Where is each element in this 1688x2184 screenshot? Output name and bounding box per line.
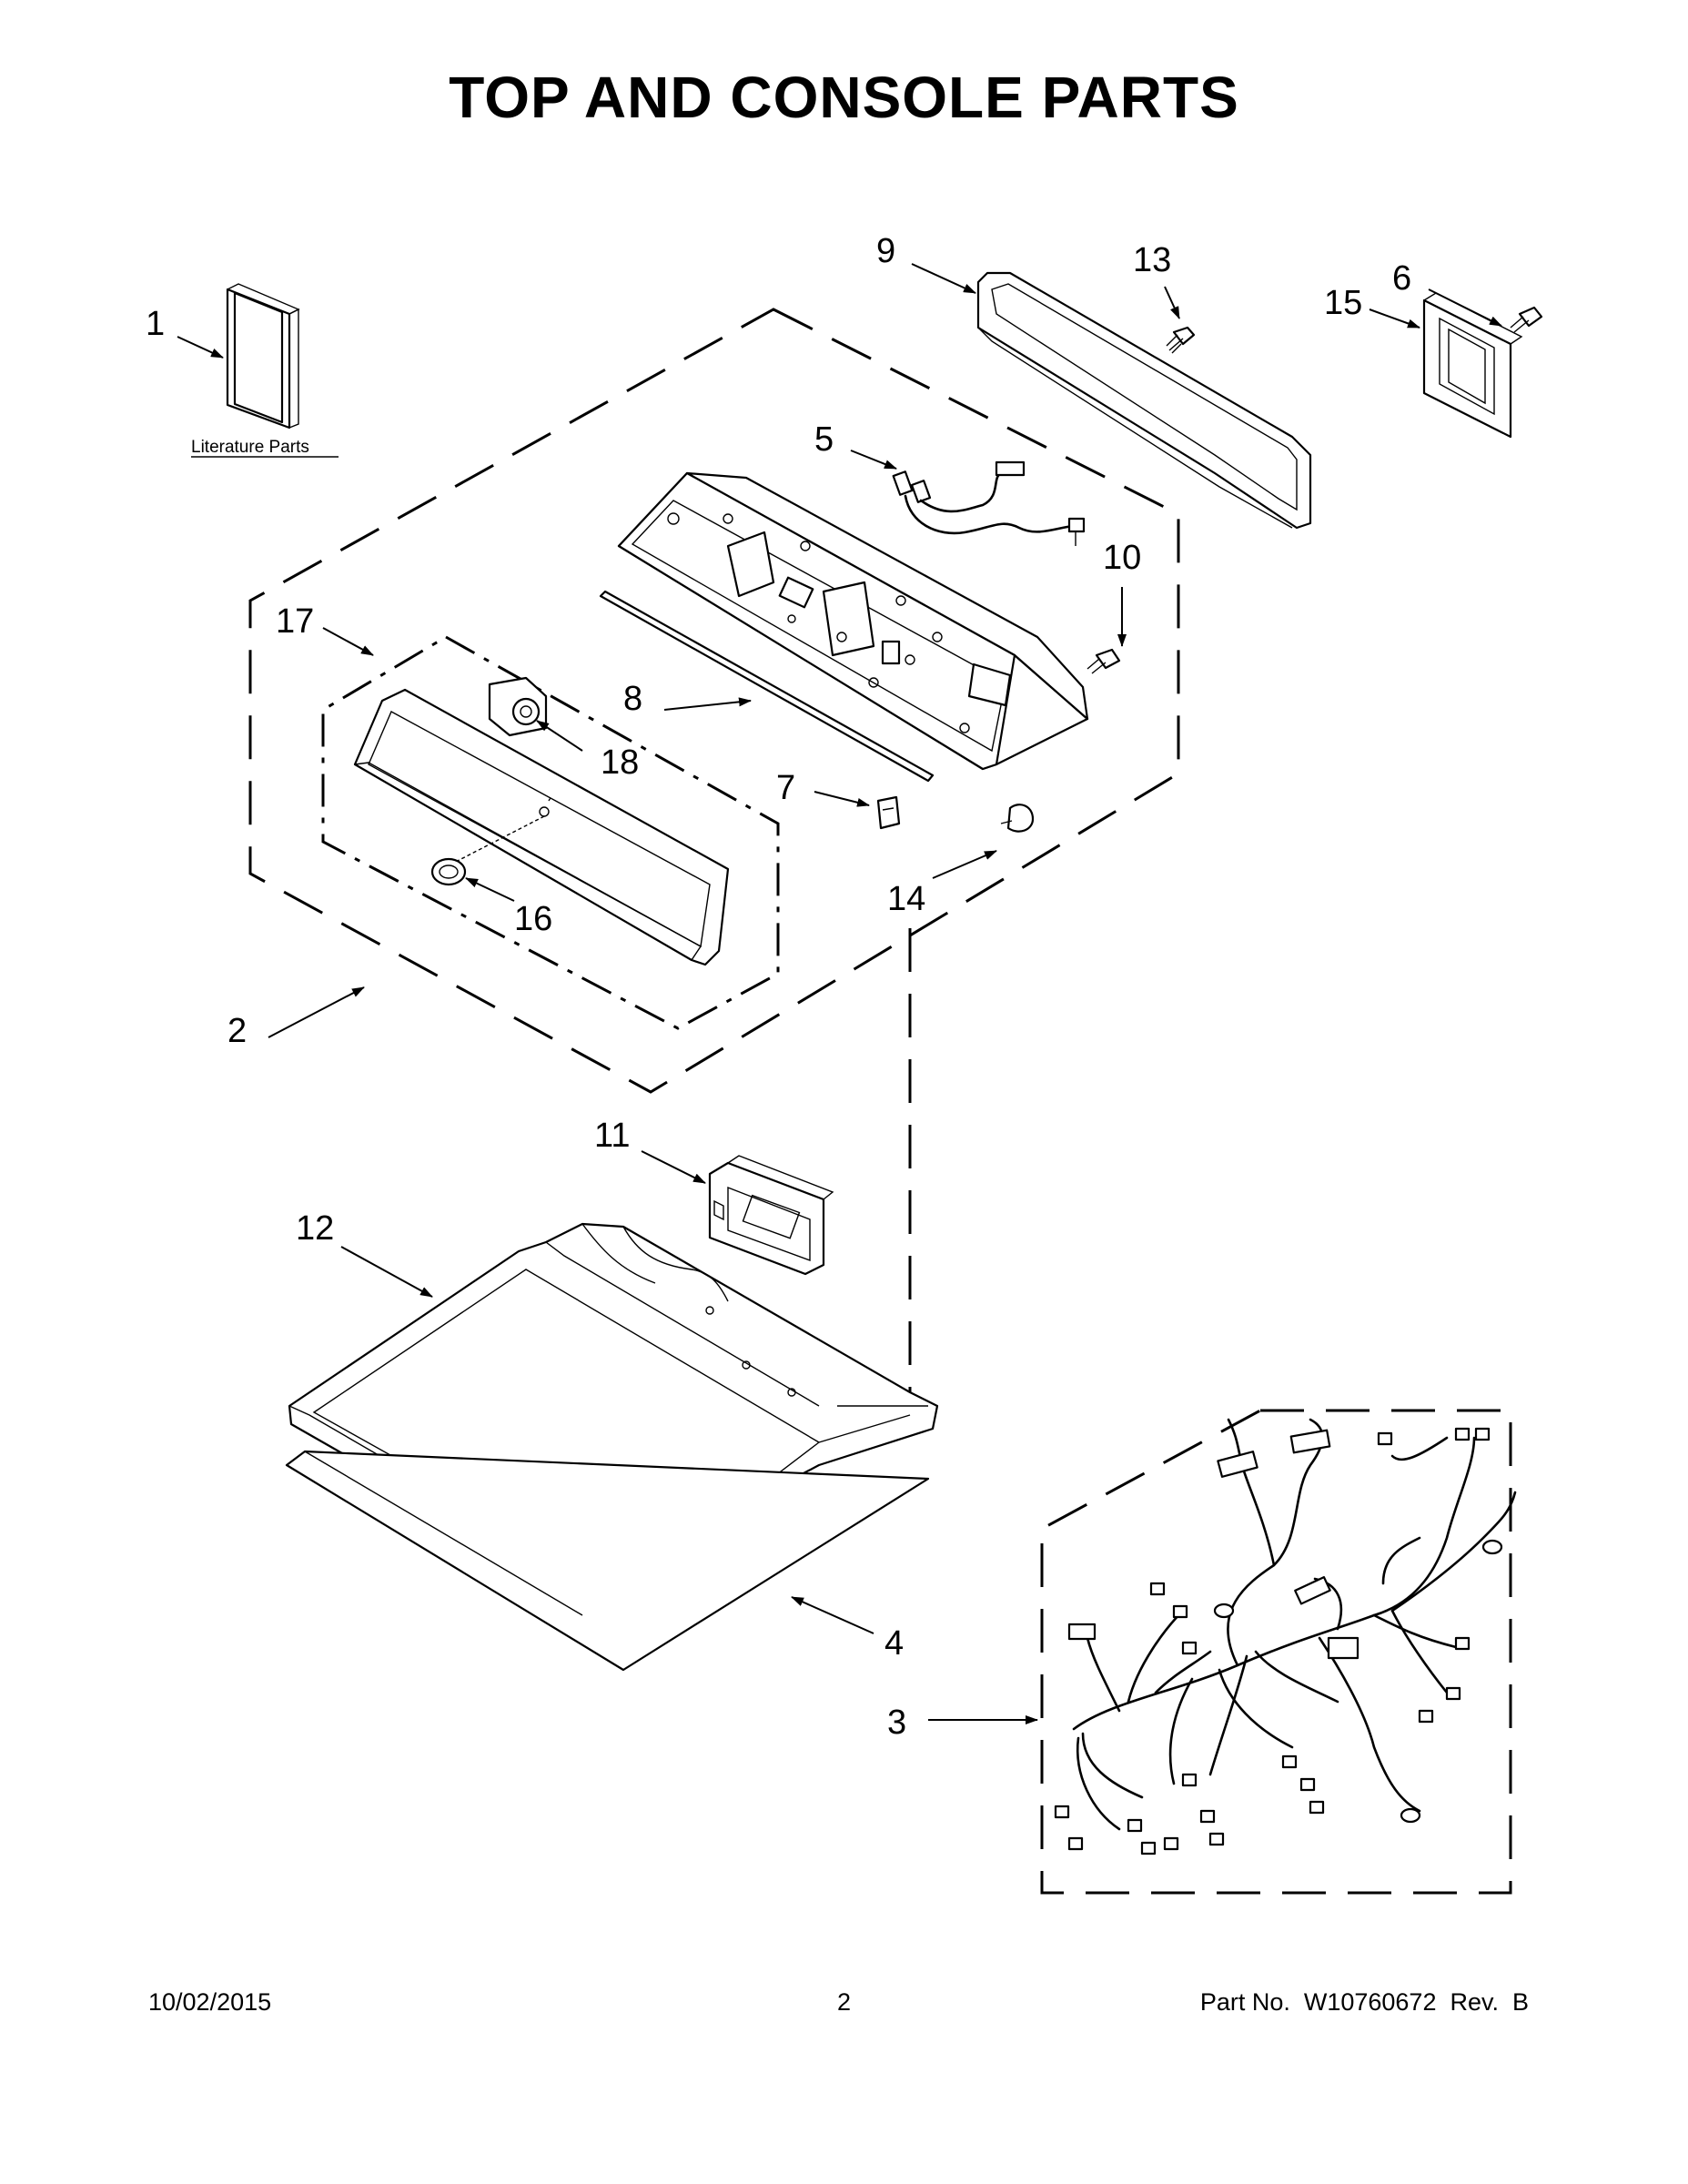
callout-14: 14 [887, 880, 925, 918]
user-interface-assembly-outline [321, 635, 780, 1030]
callout-7: 7 [776, 769, 795, 807]
top-panel-pad [285, 1450, 930, 1672]
callout-4: 4 [884, 1624, 904, 1663]
callout-6: 6 [1392, 259, 1411, 298]
mounting-bracket [1422, 292, 1523, 439]
console-panel [617, 471, 1089, 771]
callout-5: 5 [814, 420, 834, 459]
screw-6 [1510, 306, 1543, 333]
main-wire-harness [1054, 1418, 1517, 1855]
screw-13 [1166, 326, 1196, 354]
footer-part-number: Part No. W10760672 Rev. B [1199, 1988, 1529, 2016]
footer-date: 10/02/2015 [148, 1988, 272, 2016]
literature-booklet [226, 283, 300, 430]
retainer-clip-7 [876, 795, 901, 830]
callout-8: 8 [623, 680, 642, 718]
callout-2: 2 [227, 1012, 247, 1050]
callout-leaders [177, 263, 1502, 1724]
console-assembly-outline [248, 308, 1180, 1094]
callout-13: 13 [1133, 241, 1171, 279]
callout-16: 16 [514, 900, 552, 938]
callout-18: 18 [601, 743, 639, 782]
page-title: TOP AND CONSOLE PARTS [449, 65, 1239, 130]
callout-17: 17 [276, 602, 314, 641]
console-trim [976, 271, 1312, 530]
callout-9: 9 [876, 232, 895, 270]
sensor-harness [892, 460, 1086, 546]
wire-harness-outline [1040, 1409, 1512, 1895]
literature-parts-label: Literature Parts [191, 438, 309, 457]
callout-10: 10 [1103, 539, 1141, 577]
user-interface-panel [353, 688, 730, 966]
callout-15: 15 [1324, 284, 1362, 322]
footer-page-number: 2 [836, 1988, 852, 2016]
knob-ring [430, 857, 467, 886]
console-gasket-strip [599, 590, 935, 783]
callout-numbers: 1 2 3 4 5 6 7 8 9 10 11 12 13 14 15 16 1… [146, 232, 1411, 1742]
callout-11: 11 [594, 1117, 630, 1155]
encoder-module [488, 676, 548, 737]
wire-clamp-14 [1000, 804, 1035, 833]
callout-1: 1 [146, 305, 165, 343]
callout-3: 3 [887, 1704, 906, 1742]
electronic-control-board [708, 1155, 834, 1276]
callout-12: 12 [296, 1209, 334, 1248]
screw-10 [1087, 648, 1121, 674]
